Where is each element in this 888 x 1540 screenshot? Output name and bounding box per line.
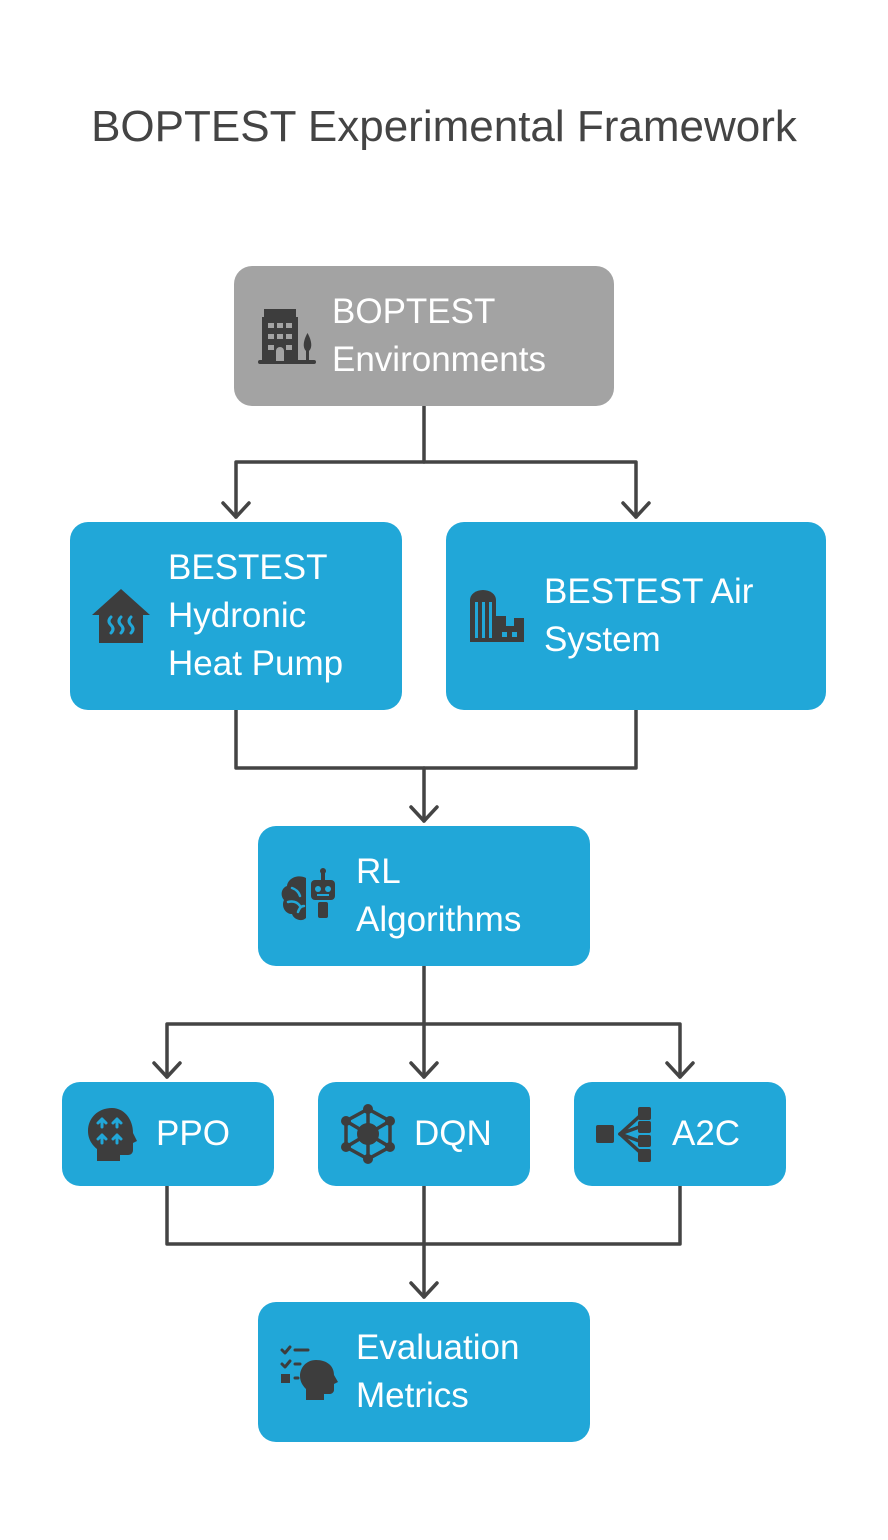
arrowhead	[409, 1281, 439, 1299]
node-dqn-label: DQN	[414, 1114, 492, 1153]
node-a2c: A2C	[574, 1082, 786, 1186]
head-checklist-icon	[278, 1342, 340, 1402]
brain-robot-icon	[278, 866, 340, 926]
industrial-building-icon	[466, 586, 528, 646]
arrowhead	[409, 805, 439, 823]
arrowhead	[221, 501, 251, 519]
diagram-title: BOPTEST Experimental Framework	[91, 102, 797, 151]
arrowhead	[152, 1061, 182, 1079]
node-air: BESTEST Air System	[446, 522, 826, 710]
node-hydronic-label: BESTEST Hydronic Heat Pump	[168, 548, 344, 683]
branch-split-icon	[594, 1104, 656, 1164]
node-hydronic: BESTEST Hydronic Heat Pump	[70, 522, 402, 710]
node-environments-label: BOPTEST Environments	[332, 292, 546, 379]
building-tree-icon	[256, 305, 318, 367]
network-icon	[338, 1104, 398, 1164]
node-ppo: PPO	[62, 1082, 274, 1186]
arrowhead	[409, 1061, 439, 1079]
node-a2c-label: A2C	[672, 1114, 741, 1153]
node-air-label: BESTEST Air System	[544, 572, 754, 659]
house-heat-icon	[90, 587, 152, 645]
connector-environments-hydronic	[234, 404, 426, 519]
arrowhead	[665, 1061, 695, 1079]
node-environments: BOPTEST Environments	[234, 266, 614, 406]
node-rl: RL Algorithms	[258, 826, 590, 966]
arrowhead	[621, 501, 651, 519]
node-dqn: DQN	[318, 1082, 530, 1186]
node-evaluation-label: Evaluation Metrics	[356, 1328, 520, 1415]
connector-rl-a2c	[422, 1022, 682, 1079]
node-rl-label: RL Algorithms	[356, 852, 522, 939]
head-arrows-icon	[84, 1105, 140, 1163]
node-ppo-label: PPO	[156, 1114, 230, 1153]
connector-hydronic-rl	[234, 708, 638, 770]
connector-environments-air	[422, 460, 638, 519]
node-evaluation: Evaluation Metrics	[258, 1302, 590, 1442]
connector-rl-ppo	[165, 964, 426, 1079]
